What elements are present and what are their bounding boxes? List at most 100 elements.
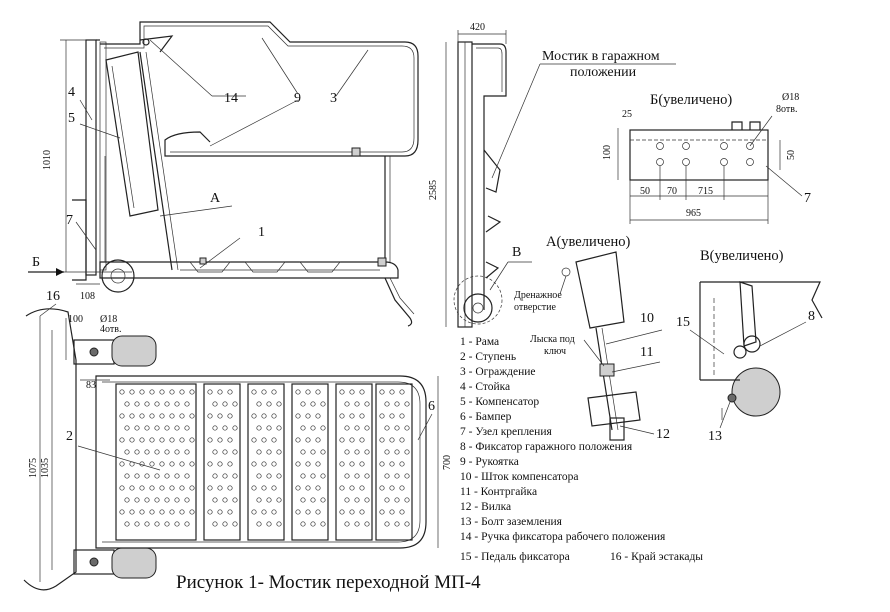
legend-item: 1 - Рама — [460, 336, 499, 348]
garage-view: 420 2585 Мостик в гаражном положении В — [428, 22, 676, 328]
perforation-hole — [349, 413, 355, 419]
perforation-hole — [305, 509, 311, 515]
perforation-hole — [300, 449, 306, 455]
callout-15: 15 — [676, 315, 690, 330]
perforation-hole — [320, 473, 326, 479]
perforation-hole — [189, 437, 195, 443]
legend-item: 6 - Бампер — [460, 411, 512, 423]
perforation-hole — [320, 425, 326, 431]
perforation-hole — [295, 461, 301, 467]
perforation-hole — [256, 497, 262, 503]
key-flats-line1: Лыска под — [530, 334, 575, 345]
perforation-hole — [124, 401, 130, 407]
garage-wheel — [463, 293, 493, 323]
perforation-hole — [261, 413, 267, 419]
perforation-hole — [300, 473, 306, 479]
perforation-hole — [169, 485, 175, 491]
perforation-hole — [189, 461, 195, 467]
perforation-hole — [207, 485, 213, 491]
perforation-hole — [320, 401, 326, 407]
perforation-hole — [179, 413, 185, 419]
legend-item: 10 - Шток компенсатора — [460, 471, 579, 483]
perforation-hole — [144, 521, 150, 527]
dim-25: 25 — [622, 109, 632, 120]
perforation-hole — [271, 509, 277, 515]
perforation-hole — [266, 521, 272, 527]
plan-frame — [95, 375, 427, 549]
perforation-hole — [349, 389, 355, 395]
perforation-hole — [344, 425, 350, 431]
perforation-hole — [271, 461, 277, 467]
perforation-hole — [134, 449, 140, 455]
legend-item: 13 - Болт заземления — [460, 516, 563, 528]
compensator-body — [575, 251, 625, 329]
step-plate — [115, 383, 197, 541]
perforation-hole — [276, 425, 282, 431]
perforation-hole — [394, 425, 400, 431]
detail-v-marker: В — [512, 245, 521, 260]
legend-item: 2 - Ступень — [460, 351, 516, 363]
perforation-hole — [184, 473, 190, 479]
perforation-hole — [384, 521, 390, 527]
perforation-hole — [404, 521, 410, 527]
perforation-hole — [159, 413, 165, 419]
perforation-hole — [179, 485, 185, 491]
perforation-hole — [399, 485, 405, 491]
perforation-hole — [261, 485, 267, 491]
step-plate — [335, 383, 373, 541]
step-plate — [291, 383, 329, 541]
dim-50: 50 — [640, 186, 650, 197]
perforation-hole — [399, 461, 405, 467]
perforation-hole — [134, 497, 140, 503]
perforation-hole — [315, 509, 321, 515]
drain-hole-line2: отверстие — [514, 302, 557, 313]
perforation-hole — [174, 401, 180, 407]
callout-1: 1 — [258, 225, 265, 240]
perforation-hole — [354, 473, 360, 479]
step-plates — [115, 383, 413, 541]
perforation-hole — [227, 437, 233, 443]
legend-item: 5 - Компенсатор — [460, 396, 539, 408]
perforation-hole — [119, 509, 125, 515]
perforation-hole — [310, 425, 316, 431]
dim-965: 965 — [686, 208, 701, 219]
perforation-hole — [179, 437, 185, 443]
dim-83: 83 — [86, 380, 96, 391]
perforation-hole — [339, 437, 345, 443]
view-a-title: А(увеличено) — [546, 234, 630, 250]
side-view: 1010 108 Б 4 5 7 A 1 14 9 3 — [28, 21, 419, 327]
perforation-hole — [404, 425, 410, 431]
perforation-hole — [344, 521, 350, 527]
perforation-hole — [169, 509, 175, 515]
perforation-hole — [261, 509, 267, 515]
perforation-hole — [399, 413, 405, 419]
perforation-hole — [349, 461, 355, 467]
detail-a-marker: A — [210, 191, 221, 206]
fork — [587, 391, 641, 427]
perforation-hole — [276, 521, 282, 527]
view-a: А(увеличено) Дренажное отверстие Лыска п… — [514, 234, 670, 442]
perforation-hole — [271, 389, 277, 395]
key-flats-line2: ключ — [544, 346, 566, 357]
perforation-hole — [222, 425, 228, 431]
perforation-hole — [266, 401, 272, 407]
perforation-hole — [207, 509, 213, 515]
perforation-hole — [154, 473, 160, 479]
dim-100-top: 100 — [68, 314, 83, 325]
perforation-hole — [217, 413, 223, 419]
perforation-hole — [227, 485, 233, 491]
perforation-hole — [169, 437, 175, 443]
legend-item: 11 - Контргайка — [460, 486, 537, 498]
perforation-hole — [154, 401, 160, 407]
legend-item: 12 - Вилка — [460, 501, 511, 513]
perforation-hole — [251, 485, 257, 491]
perforation-hole — [217, 461, 223, 467]
perforation-hole — [139, 413, 145, 419]
step-plate — [247, 383, 285, 541]
perforation-hole — [379, 413, 385, 419]
perforation-hole — [222, 497, 228, 503]
perforation-hole — [404, 401, 410, 407]
perforation-hole — [217, 485, 223, 491]
perforation-hole — [295, 389, 301, 395]
perforation-hole — [349, 437, 355, 443]
